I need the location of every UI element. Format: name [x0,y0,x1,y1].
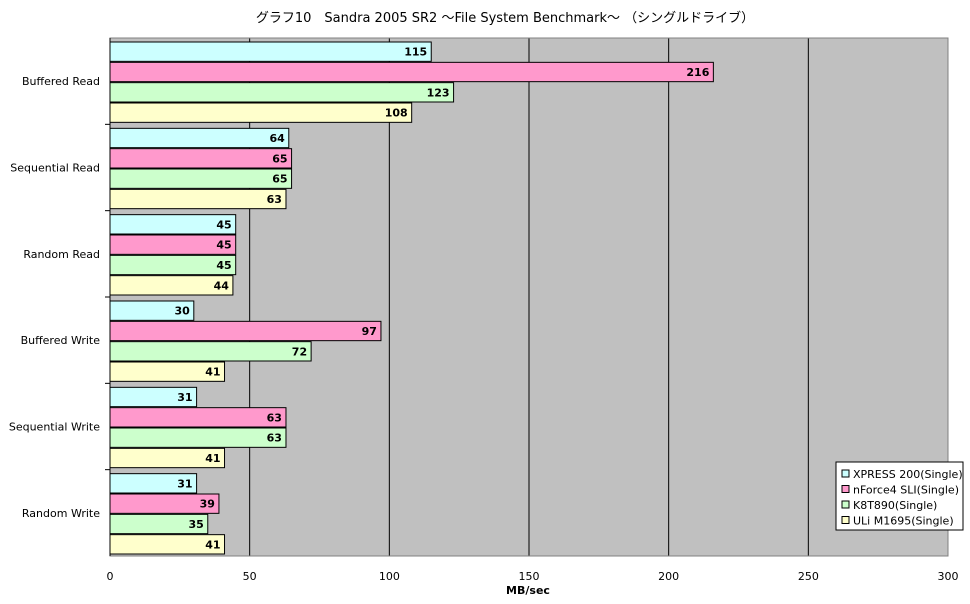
data-label: 115 [404,46,427,59]
category-label: Buffered Write [21,334,101,347]
data-label: 216 [686,66,709,79]
data-label: 108 [385,107,408,120]
x-tick-label: 50 [243,570,257,583]
legend-label: K8T890(Single) [853,499,937,512]
legend: XPRESS 200(Single) nForce4 SLI(Single) K8T… [835,461,964,531]
data-label: 41 [205,366,220,379]
bar [109,102,413,123]
data-label: 45 [216,259,231,272]
x-tick-label: 0 [107,570,114,583]
category-label: Buffered Read [22,75,100,88]
data-label: 44 [214,279,230,292]
x-tick-label: 150 [519,570,540,583]
data-label: 39 [200,498,215,511]
legend-label: nForce4 SLI(Single) [853,484,959,497]
bar [109,407,287,428]
bar [109,188,287,210]
bar [109,427,287,448]
legend-swatch [841,500,850,509]
data-label: 31 [177,391,192,404]
category-label: Random Write [22,507,100,520]
data-label: 35 [188,518,203,531]
x-tick-label: 300 [938,570,959,583]
chart-title: グラフ10 Sandra 2005 SR2 ～File System Bench… [256,10,754,26]
bar [109,61,714,83]
bar [109,82,455,103]
bar [109,168,293,189]
bar [109,341,312,362]
x-tick-label: 100 [379,570,400,583]
data-label: 41 [205,452,220,465]
data-label: 45 [216,239,231,252]
category-label: Sequential Write [9,421,100,434]
legend-label: ULi M1695(Single) [853,515,954,528]
data-label: 63 [267,432,282,445]
category-label: Random Read [23,248,100,261]
data-label: 63 [267,193,282,206]
data-label: 123 [427,86,450,99]
data-label: 97 [362,325,377,338]
bar [109,320,382,342]
legend-swatch [841,469,850,478]
category-label: Sequential Read [10,162,100,175]
x-tick-label: 250 [798,570,819,583]
legend-swatch [841,516,850,524]
x-tick-label: 200 [658,570,679,583]
bar [109,148,293,169]
legend-box [835,461,964,531]
plot-area: 0 50 100 150 200 250 300 Buffered Read 115 216 123… [9,37,959,583]
data-label: 30 [174,305,190,318]
bar [109,41,432,62]
bar [109,127,290,149]
data-label: 31 [177,477,192,490]
legend-swatch [841,485,850,493]
data-label: 64 [269,132,285,145]
legend-label: XPRESS 200(Single) [853,468,963,481]
data-label: 72 [292,345,307,358]
data-label: 65 [272,152,287,165]
data-label: 45 [216,218,231,231]
data-label: 65 [272,173,287,186]
data-label: 41 [205,538,220,551]
data-label: 63 [267,411,282,424]
x-axis-label: MB/sec [506,584,550,597]
